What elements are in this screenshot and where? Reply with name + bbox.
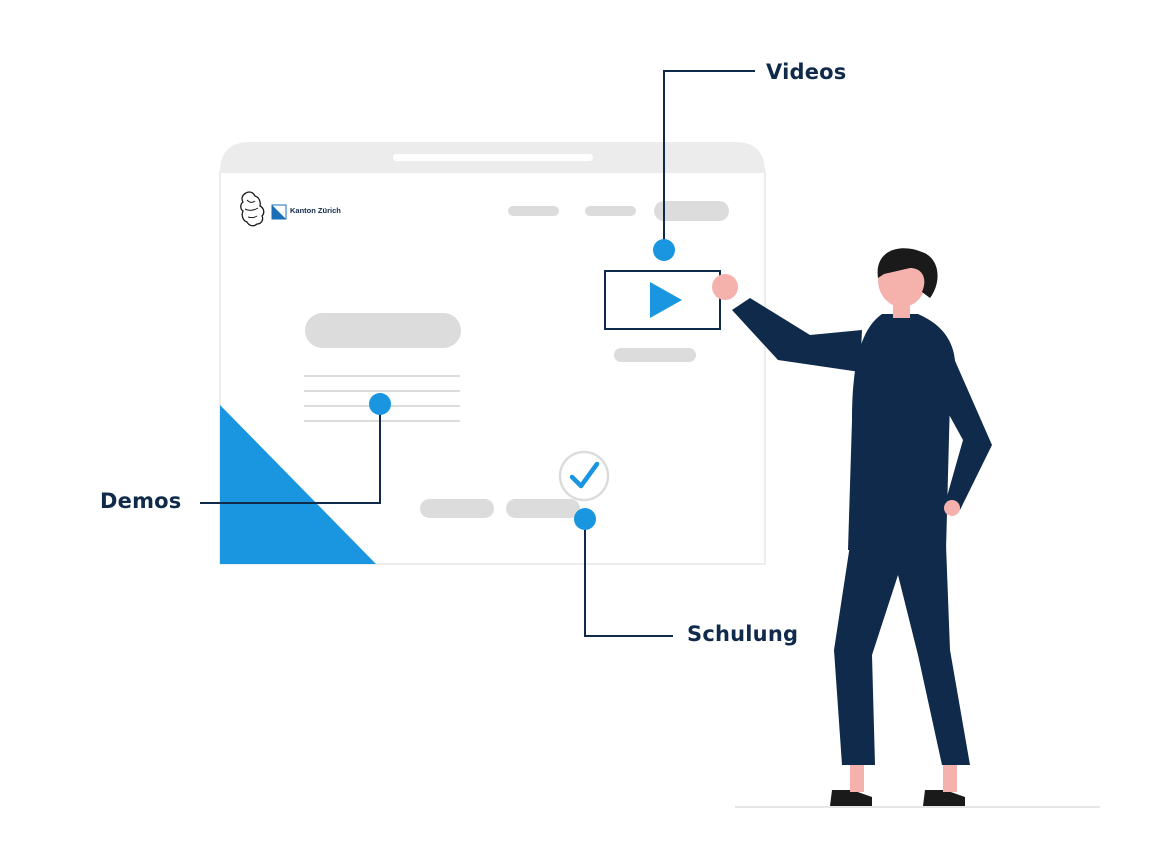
zurich-flag-icon [271, 204, 287, 220]
video-caption-placeholder [614, 348, 696, 362]
person-figure [712, 248, 992, 806]
videos-label: Videos [766, 60, 847, 84]
callout-lines [200, 70, 755, 637]
schulung-label: Schulung [687, 622, 799, 646]
video-player [604, 270, 721, 330]
heading-placeholder [305, 313, 461, 348]
lion-crest-icon [240, 191, 265, 227]
brand-name: Kanton Zürich [290, 206, 341, 215]
demos-label: Demos [100, 489, 182, 513]
accent-triangle [220, 405, 376, 564]
nav-placeholder-1 [508, 206, 559, 216]
nav-button-placeholder [654, 201, 729, 221]
browser-address-bar [393, 154, 593, 161]
button-placeholder-2 [506, 499, 580, 518]
checkmark-icon [558, 450, 610, 502]
callout-dots [369, 239, 675, 530]
button-placeholder-1 [420, 499, 494, 518]
nav-placeholder-2 [585, 206, 636, 216]
play-icon [650, 282, 682, 318]
